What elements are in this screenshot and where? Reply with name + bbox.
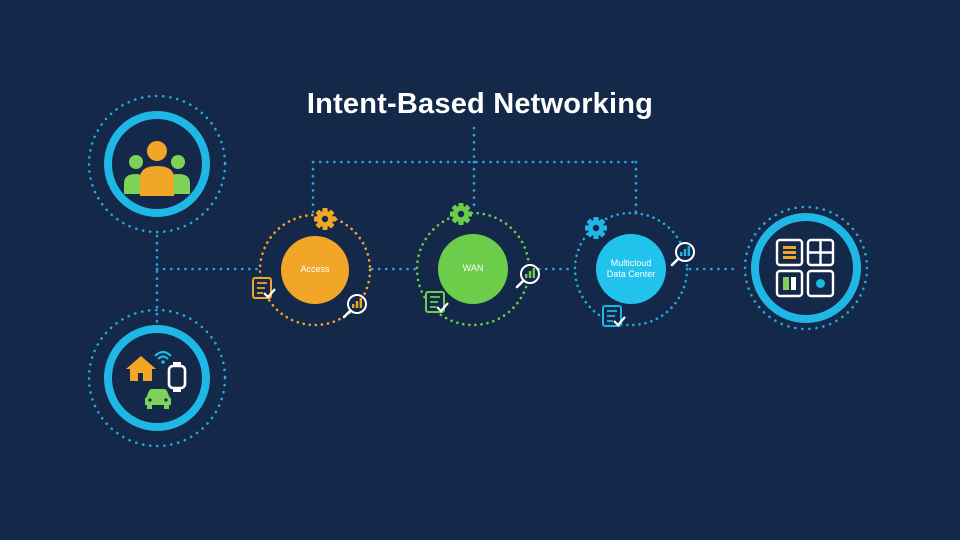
users-icon — [124, 141, 190, 196]
analytics-search-icon — [342, 294, 367, 319]
policy-checklist-icon — [425, 291, 449, 313]
gear-icon — [450, 203, 472, 225]
page-title: Intent-Based Networking — [306, 88, 654, 120]
multicloud-label-line2: Data Center — [606, 269, 656, 279]
multicloud-node[interactable] — [573, 211, 689, 327]
users-node[interactable] — [87, 94, 227, 234]
access-label: Access — [300, 264, 330, 274]
wan-label: WAN — [462, 263, 484, 273]
gear-icon — [585, 217, 607, 239]
devices-node[interactable] — [87, 308, 227, 448]
policy-checklist-icon — [602, 305, 626, 327]
policy-checklist-icon — [252, 277, 276, 299]
apps-node[interactable] — [743, 205, 869, 331]
app-dashboard-icon — [775, 238, 835, 298]
analytics-search-icon — [515, 264, 540, 289]
iot-devices-icon — [126, 350, 187, 409]
multicloud-label-line1: Multicloud — [610, 258, 652, 268]
access-node[interactable] — [258, 213, 372, 327]
multicloud-label: Multicloud Data Center — [591, 258, 671, 280]
gear-icon — [314, 208, 336, 230]
connector-lines — [155, 126, 738, 324]
analytics-search-icon — [670, 242, 695, 267]
